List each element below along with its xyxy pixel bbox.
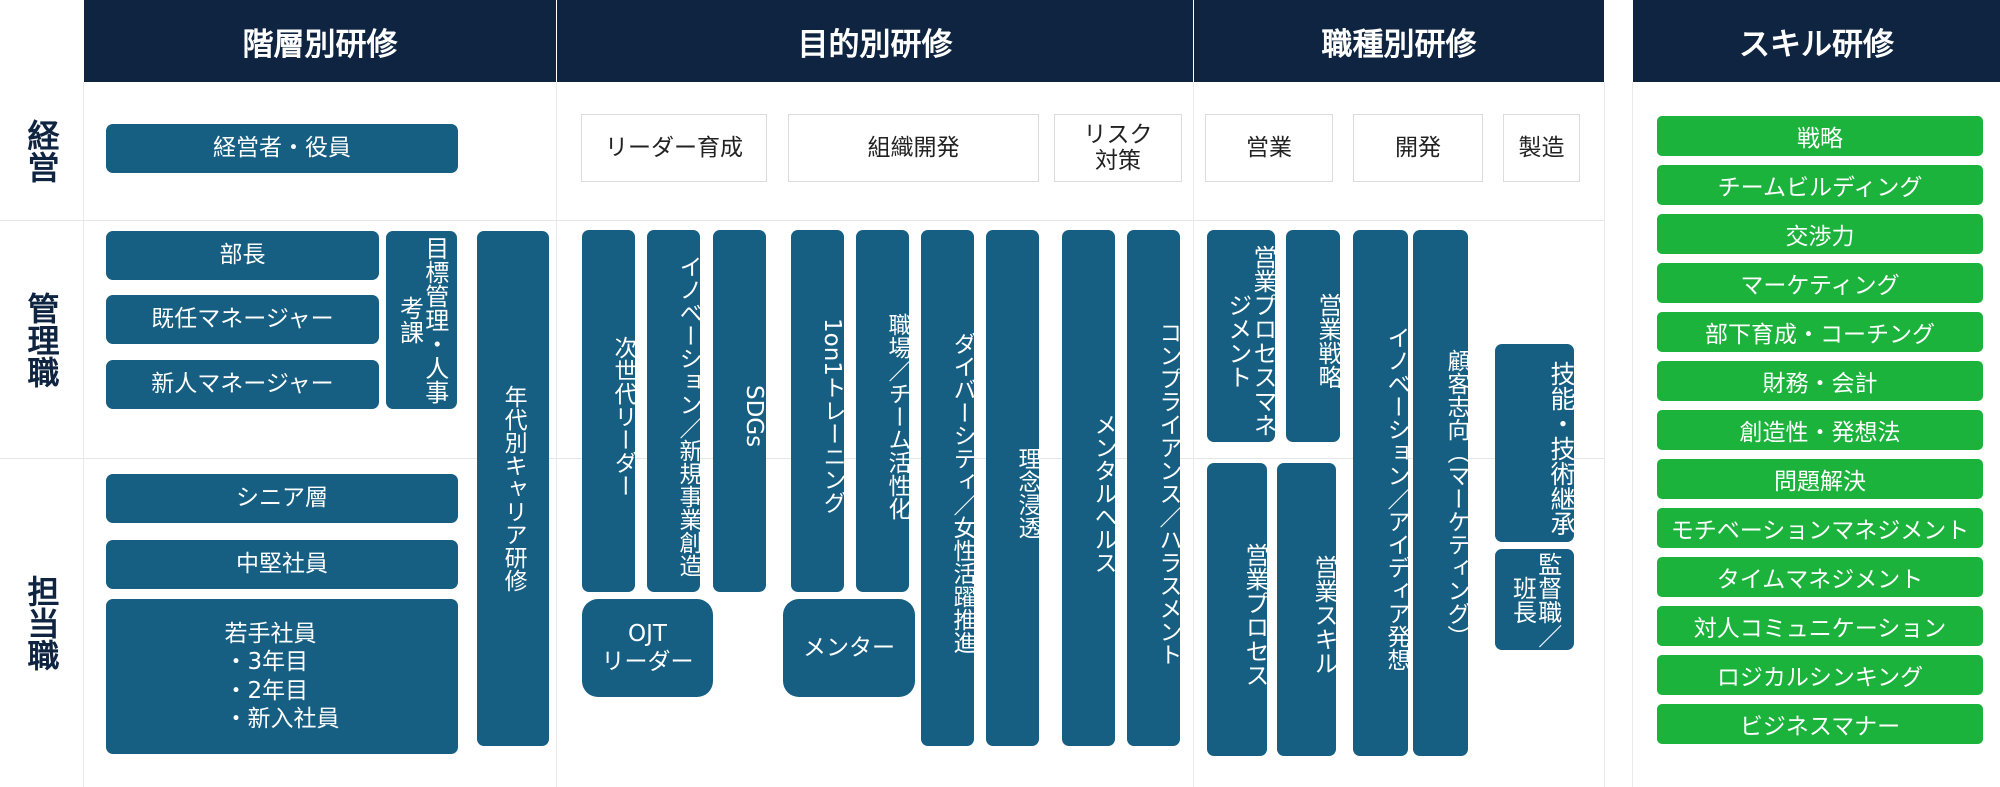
skill-item: 財務・会計 bbox=[1657, 361, 1983, 401]
box-senior: シニア層 bbox=[106, 474, 458, 523]
box-supervisor: 監督職／班長 bbox=[1495, 549, 1574, 650]
box-sales-process-management: 営業プロセスマネジメント bbox=[1207, 230, 1277, 442]
box-next-gen-leader: 次世代リーダー bbox=[582, 230, 636, 592]
box-diversity: ダイバーシティ／女性活躍推進 bbox=[921, 230, 975, 746]
box-skill-transfer: 技能・技術継承 bbox=[1495, 344, 1576, 542]
column-divider bbox=[83, 82, 84, 787]
skill-item: ビジネスマナー bbox=[1657, 704, 1983, 744]
skill-item: モチベーションマネジメント bbox=[1657, 508, 1983, 548]
box-one-on-one: 1on1トレーニング bbox=[791, 230, 845, 592]
column-divider bbox=[1632, 82, 1633, 787]
box-team-activation: 職場／チーム活性化 bbox=[856, 230, 910, 592]
outline-manufacturing: 製造 bbox=[1503, 114, 1580, 182]
box-goal-management: 目標管理・人事考課 bbox=[386, 231, 457, 409]
outline-development: 開発 bbox=[1353, 114, 1483, 182]
box-current-manager: 既任マネージャー bbox=[106, 295, 379, 344]
skill-item: 部下育成・コーチング bbox=[1657, 312, 1983, 352]
row-label-manager: 管理職 bbox=[22, 291, 61, 388]
box-innovation-idea: イノベーション／アイディア発想 bbox=[1353, 230, 1409, 756]
box-department-head: 部長 bbox=[106, 231, 379, 280]
box-young-staff: 若手社員 ・3年目 ・2年目 ・新入社員 bbox=[106, 599, 458, 754]
skill-item: 対人コミュニケーション bbox=[1657, 606, 1983, 646]
box-sales-skill: 営業スキル bbox=[1277, 463, 1338, 756]
row-label-staff: 担当職 bbox=[22, 575, 61, 671]
skill-item: 戦略 bbox=[1657, 116, 1983, 156]
box-age-career: 年代別キャリア研修 bbox=[477, 231, 549, 746]
header-hierarchy: 階層別研修 bbox=[84, 0, 556, 82]
box-executive-officer: 経営者・役員 bbox=[106, 124, 458, 173]
skill-item: タイムマネジメント bbox=[1657, 557, 1983, 597]
skill-item: 問題解決 bbox=[1657, 459, 1983, 499]
box-sales-process: 営業プロセス bbox=[1207, 463, 1269, 756]
outline-organization-development: 組織開発 bbox=[788, 114, 1039, 182]
outline-risk: リスク 対策 bbox=[1054, 114, 1182, 182]
skill-item: ロジカルシンキング bbox=[1657, 655, 1983, 695]
skill-item: 創造性・発想法 bbox=[1657, 410, 1983, 450]
young-staff-text: 若手社員 ・3年目 ・2年目 ・新入社員 bbox=[224, 621, 340, 732]
row-label-executive: 経営 bbox=[22, 119, 61, 183]
box-customer-orientation: 顧客志向（マーケティング） bbox=[1413, 230, 1469, 756]
box-ojt-leader: OJT リーダー bbox=[582, 599, 713, 697]
outline-leader-development: リーダー育成 bbox=[581, 114, 767, 182]
box-mid-career: 中堅社員 bbox=[106, 540, 458, 589]
box-new-manager: 新人マネージャー bbox=[106, 360, 379, 409]
box-sdgs: SDGs bbox=[713, 230, 767, 592]
box-mental-health: メンタルヘルス bbox=[1062, 230, 1116, 746]
box-mentor: メンター bbox=[783, 599, 915, 697]
column-divider bbox=[556, 82, 557, 787]
box-compliance: コンプライアンス／ハラスメント bbox=[1127, 230, 1181, 746]
outline-sales: 営業 bbox=[1205, 114, 1333, 182]
column-divider bbox=[1193, 82, 1194, 787]
skill-item: 交渉力 bbox=[1657, 214, 1983, 254]
column-divider bbox=[1604, 82, 1605, 787]
box-sales-strategy: 営業戦略 bbox=[1286, 230, 1342, 442]
skill-item: チームビルディング bbox=[1657, 165, 1983, 205]
skill-item: マーケティング bbox=[1657, 263, 1983, 303]
box-innovation: イノベーション／新規事業創造 bbox=[647, 230, 701, 592]
row-divider bbox=[0, 220, 1604, 221]
header-occupation: 職種別研修 bbox=[1194, 0, 1604, 82]
header-purpose: 目的別研修 bbox=[557, 0, 1193, 82]
header-skill: スキル研修 bbox=[1633, 0, 2000, 82]
box-philosophy: 理念浸透 bbox=[986, 230, 1040, 746]
